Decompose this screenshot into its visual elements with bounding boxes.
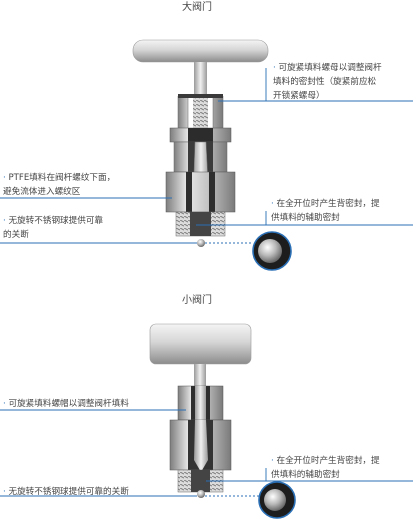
large-packing-nut-note: · 可旋紧填料螺母以调整阀杆 填料的密封性（旋紧前应松 开锁紧螺母） bbox=[273, 63, 382, 101]
small-leader-lines bbox=[0, 409, 413, 497]
small-valve bbox=[0, 323, 413, 519]
small-ball-note: · 无旋转不锈钢球提供可靠的关断 bbox=[3, 487, 129, 497]
large-leader-lines bbox=[0, 68, 413, 244]
small-back-seat-note: · 在全开位时产生背密封，提 供填料的辅助密封 bbox=[271, 456, 380, 480]
large-ptfe-packing-note: · PTFE填料在阀杆螺纹下面， 避免流体进入螺纹区 bbox=[3, 173, 116, 197]
small-packing-nut-note: · 可旋紧填料螺帽以调整阀杆填料 bbox=[3, 399, 129, 409]
small-handle-bar bbox=[149, 323, 252, 365]
large-handle-bar bbox=[132, 39, 269, 63]
large-stem-thread bbox=[193, 96, 208, 132]
small-valve-title: 小阀门 bbox=[182, 295, 212, 306]
large-valve-title: 大阀门 bbox=[182, 2, 212, 13]
large-valve bbox=[0, 39, 413, 271]
large-ball-note: · 无旋转不锈钢球提供可靠 的关断 bbox=[3, 216, 104, 240]
large-valve-body bbox=[165, 171, 236, 213]
large-back-seat-note: · 在全开位时产生背密封，提 供填料的辅助密封 bbox=[271, 199, 380, 223]
large-stem bbox=[194, 62, 207, 102]
